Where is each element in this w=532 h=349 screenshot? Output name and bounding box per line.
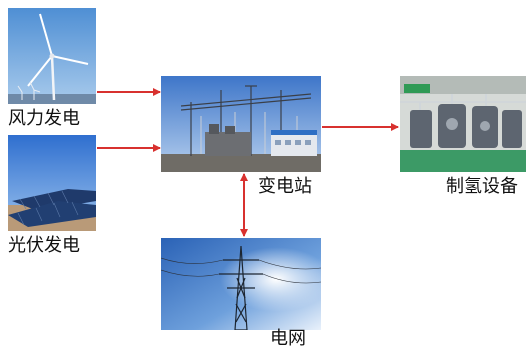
wind-power-label: 风力发电: [8, 108, 80, 129]
substation-label: 变电站: [258, 176, 312, 197]
solar-panel-photo: [8, 135, 96, 231]
wind-turbine-photo: [8, 8, 96, 104]
solar-power-label: 光伏发电: [8, 235, 80, 256]
power-pylon-photo: [161, 238, 321, 330]
substation-photo: [161, 76, 321, 172]
hydrogen-equipment-label: 制氢设备: [446, 176, 518, 197]
hydrogen-plant-photo: [400, 76, 526, 172]
power-grid-label: 电网: [270, 328, 306, 349]
